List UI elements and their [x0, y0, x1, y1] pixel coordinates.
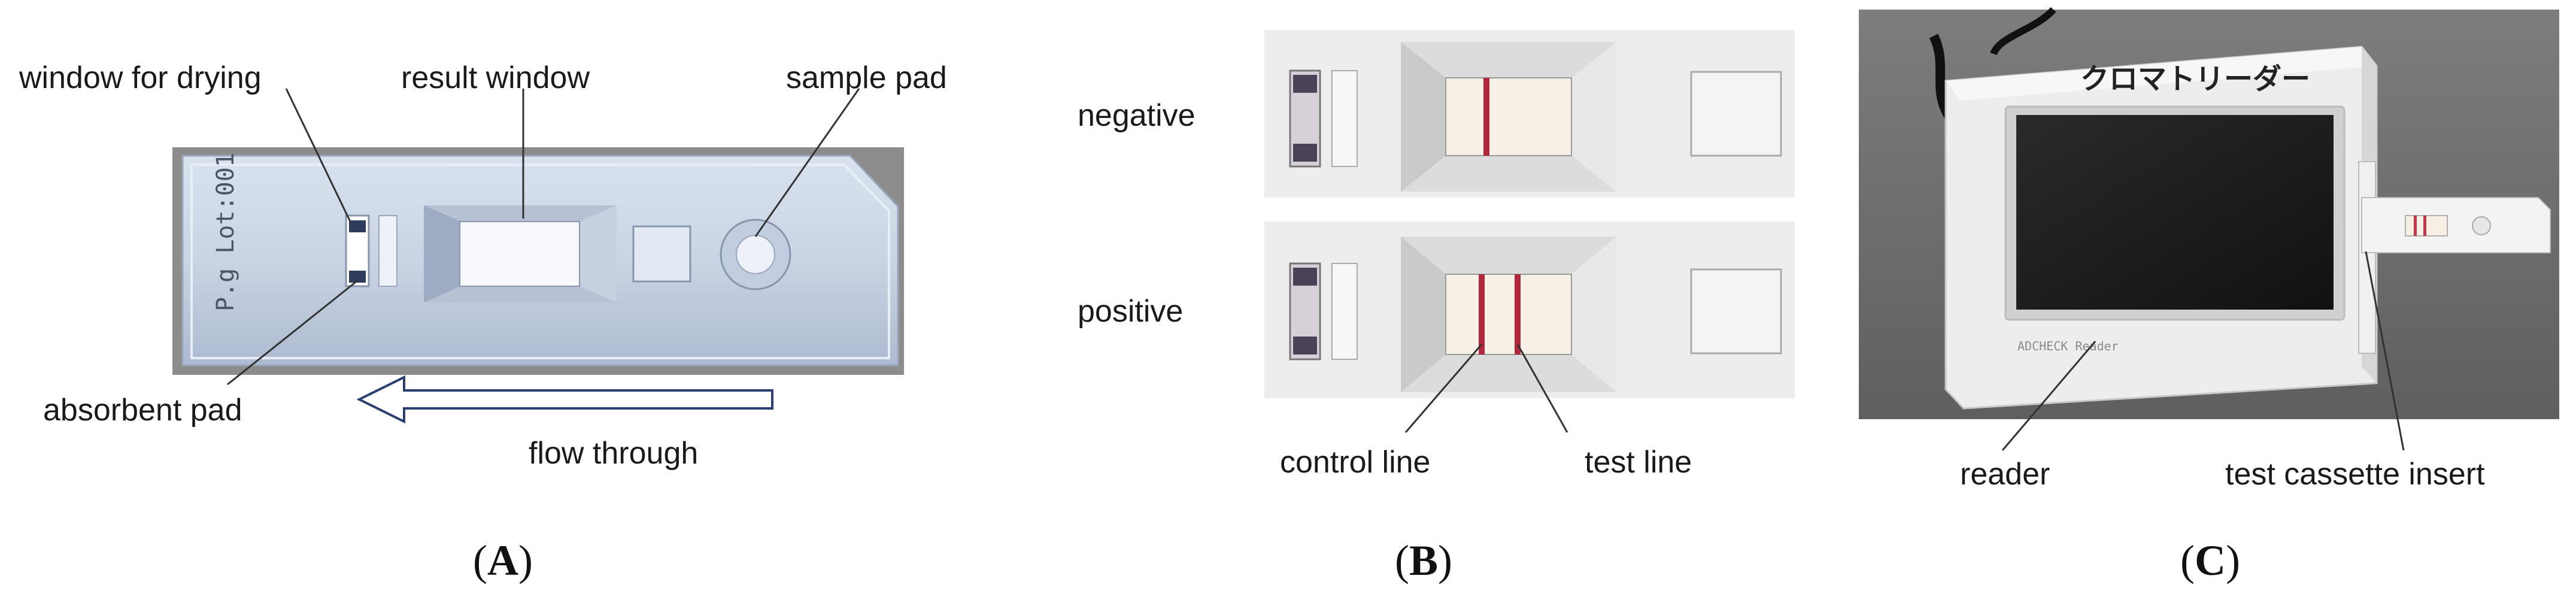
panel-c: クロマトリーダー ADCHECK Reader reader test cass… [1856, 0, 2576, 606]
label-reader: reader [1960, 457, 2050, 492]
positive-control-line [1479, 274, 1485, 354]
label-negative: negative [1078, 98, 1196, 133]
test-cassette-photo: P.g Lot:001 [172, 88, 904, 424]
negative-control-line [1483, 78, 1489, 156]
label-result-window: result window [401, 60, 590, 95]
device-brand: ADCHECK Reader [2017, 339, 2119, 353]
caption-c: (C) [2180, 537, 2240, 584]
label-absorbent-pad: absorbent pad [43, 393, 242, 428]
result-strips-photo [1264, 30, 1795, 433]
reader-screen [2016, 115, 2334, 310]
label-flow-through: flow through [529, 436, 699, 471]
label-test-line: test line [1585, 445, 1692, 480]
label-window-for-drying: window for drying [19, 60, 262, 95]
negative-cassette [1264, 30, 1795, 198]
label-positive: positive [1078, 294, 1184, 329]
positive-test-line [1515, 274, 1521, 354]
positive-cassette [1264, 222, 1795, 398]
flow-arrow [356, 375, 773, 424]
reader-device-photo: クロマトリーダー ADCHECK Reader [1859, 7, 2559, 451]
panel-a: P.g Lot:001 window for drying result win… [0, 0, 1018, 606]
inserted-cassette [2361, 197, 2551, 253]
caption-a: (A) [473, 537, 533, 584]
device-title: クロマトリーダー [2080, 62, 2310, 96]
result-window-strip [459, 221, 580, 287]
label-test-cassette-insert: test cassette insert [2225, 457, 2485, 492]
cassette-lot-text: P.g Lot:001 [212, 153, 239, 311]
label-sample-pad: sample pad [786, 60, 947, 95]
panel-b: negative positive control line test line… [1018, 0, 1856, 606]
label-control-line: control line [1280, 445, 1431, 480]
caption-b: (B) [1395, 537, 1452, 584]
